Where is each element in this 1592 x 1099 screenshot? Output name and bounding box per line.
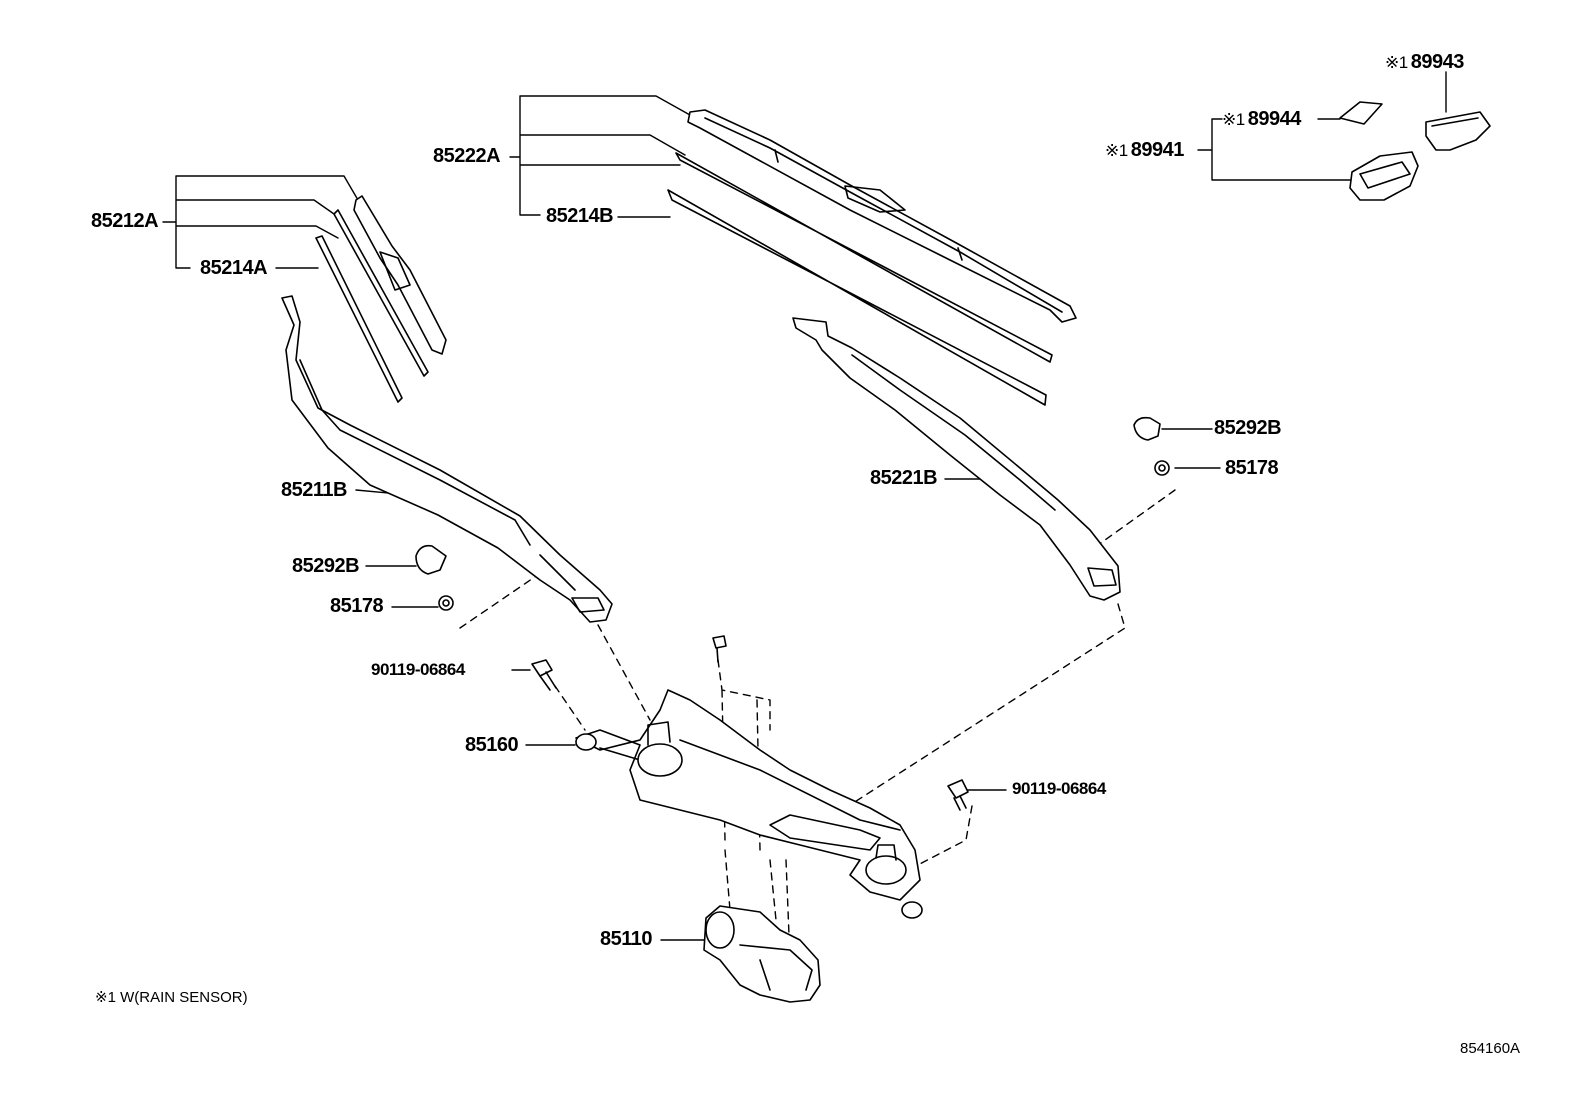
label-85214B[interactable]: 85214B (546, 205, 614, 227)
right-wiper-blade (687, 109, 1077, 323)
wiper-motor (703, 905, 821, 1003)
rain-sensor-parts (1339, 101, 1491, 201)
right-wiper-arm (792, 317, 1121, 601)
assembly-dashed-lines (459, 489, 1176, 936)
label-89944-number: 89944 (1247, 108, 1302, 130)
wiper-linkage (575, 689, 923, 919)
diagram-code: 854160A (1460, 1040, 1521, 1057)
label-90119-06864-right[interactable]: 90119-06864 (1012, 779, 1106, 798)
rain-sensor-mark: ※1 (1385, 53, 1408, 72)
label-85160[interactable]: 85160 (465, 734, 519, 756)
rain-sensor-mark: ※1 (1105, 141, 1128, 160)
rain-sensor-mark: ※1 (1222, 110, 1245, 129)
label-85110[interactable]: 85110 (600, 928, 653, 950)
label-89941-number: 89941 (1130, 139, 1185, 161)
label-85292B-left[interactable]: 85292B (292, 555, 360, 577)
label-89943-number: 89943 (1410, 51, 1465, 73)
left-wiper-blade (315, 195, 447, 403)
small-fasteners (415, 416, 1170, 811)
left-wiper-arm (281, 295, 613, 623)
leader-lines (162, 71, 1447, 941)
label-85212A[interactable]: 85212A (91, 210, 159, 232)
label-85178-right[interactable]: 85178 (1225, 457, 1279, 479)
label-85221B[interactable]: 85221B (870, 467, 938, 489)
label-85214A[interactable]: 85214A (200, 257, 268, 279)
label-90119-06864-left[interactable]: 90119-06864 (371, 660, 465, 679)
label-85178-left[interactable]: 85178 (330, 595, 384, 617)
footnote-rain-sensor: ※1 W(RAIN SENSOR) (95, 989, 248, 1006)
label-85292B-right[interactable]: 85292B (1214, 417, 1282, 439)
label-85211B[interactable]: 85211B (281, 479, 347, 501)
right-blade-rubber-insert (667, 152, 1053, 406)
label-85222A[interactable]: 85222A (433, 145, 501, 167)
